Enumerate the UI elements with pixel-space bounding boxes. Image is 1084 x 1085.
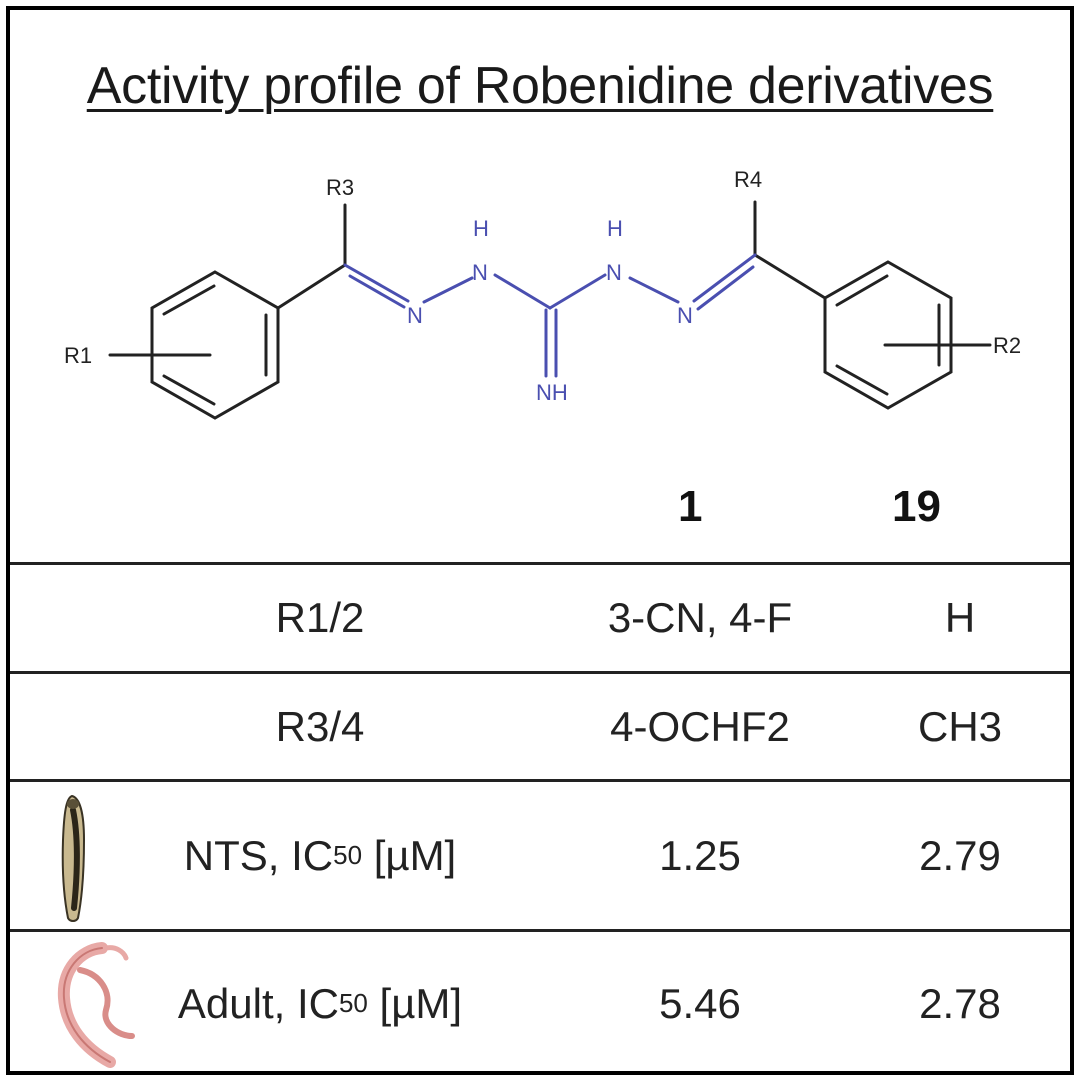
value-compound-1: 5.46 xyxy=(659,979,741,1027)
n-n-bond xyxy=(422,276,474,304)
robenidine-structure: R1 R2 R3 R4 H N H N N N NH xyxy=(64,167,1021,420)
left-ring-inner-bond xyxy=(162,284,216,316)
row-label-prefix: Adult, IC xyxy=(177,979,339,1027)
r1-label: R1 xyxy=(64,343,92,368)
right-ring-inner-bond xyxy=(835,364,889,396)
row-label-suffix: [µM] xyxy=(367,979,463,1027)
value-compound-19: 2.79 xyxy=(919,831,1001,879)
c-n-double-bond xyxy=(348,274,406,309)
figure-title: Activity profile of Robenidine derivativ… xyxy=(86,57,994,115)
right-benzene-ring xyxy=(823,260,953,410)
nitrogen-label: N xyxy=(677,303,693,328)
value-compound-19: 2.78 xyxy=(919,979,1001,1027)
table-row: R1/2 3-CN, 4-F H xyxy=(10,562,1070,671)
n-c-double-bond xyxy=(692,253,757,303)
r2-label: R2 xyxy=(993,333,1021,358)
n-n-bond xyxy=(628,276,680,304)
value-compound-19: H xyxy=(944,594,976,641)
right-ring-inner-bond xyxy=(835,274,889,307)
row-label: R1/2 xyxy=(275,594,365,641)
imine-label: NH xyxy=(536,380,568,405)
adult-worm-icon xyxy=(57,942,135,1068)
nitrogen-label: N xyxy=(407,303,423,328)
compound-number-1: 1 xyxy=(678,482,703,531)
row-label-prefix: NTS, IC xyxy=(183,831,334,879)
row-label-suffix: [µM] xyxy=(362,831,457,879)
left-ring-inner-bond xyxy=(162,374,216,406)
bond xyxy=(493,273,552,310)
nitrogen-label: H xyxy=(607,216,623,241)
c-n-double-bond xyxy=(343,263,410,303)
value-compound-1: 3-CN, 4-F xyxy=(607,594,793,641)
nitrogen-label: H xyxy=(473,216,489,241)
table-row: R3/4 4-OCHF2 CH3 xyxy=(10,671,1070,779)
r3-label: R3 xyxy=(326,175,354,200)
nitrogen-label: N xyxy=(472,260,488,285)
value-compound-1: 1.25 xyxy=(659,831,741,879)
nitrogen-label: N xyxy=(606,260,622,285)
nts-larva-icon xyxy=(61,794,86,922)
row-label-subscript: 50 xyxy=(333,840,363,870)
left-benzene-ring xyxy=(150,270,280,420)
bond xyxy=(753,253,827,300)
bond xyxy=(276,263,347,310)
value-compound-19: CH3 xyxy=(917,702,1003,750)
row-label-subscript: 50 xyxy=(338,988,368,1018)
bond xyxy=(548,273,607,310)
n-c-double-bond xyxy=(696,265,755,311)
figure-frame: Activity profile of Robenidine derivativ… xyxy=(6,6,1074,1075)
compound-number-19: 19 xyxy=(892,482,941,531)
r4-label: R4 xyxy=(734,167,762,192)
value-compound-1: 4-OCHF2 xyxy=(610,702,790,750)
row-label: R3/4 xyxy=(275,702,365,750)
